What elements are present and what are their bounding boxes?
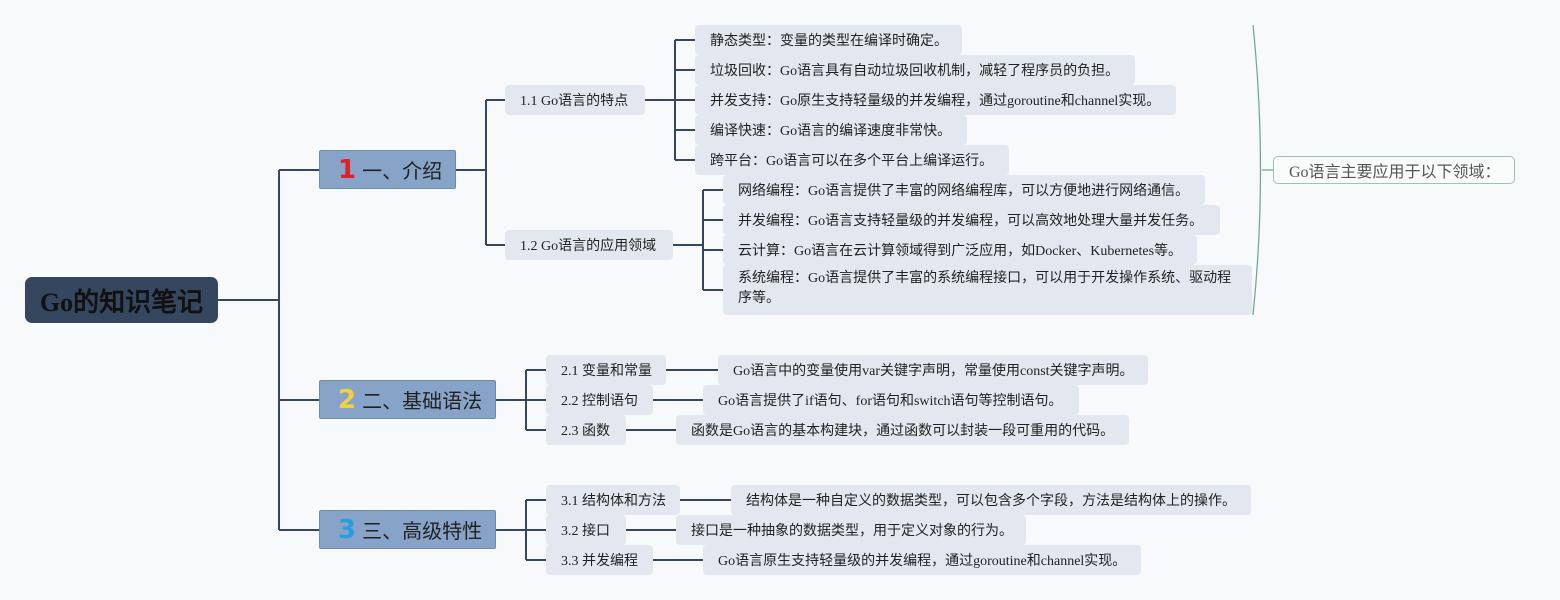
leaf-node[interactable]: 云计算：Go语言在云计算领域得到广泛应用，如Docker、Kubernetes等…: [723, 235, 1197, 265]
leaf-node[interactable]: 网络编程：Go语言提供了丰富的网络编程库，可以方便地进行网络通信。: [723, 175, 1205, 205]
topic-basic-syntax[interactable]: 2 二、基础语法: [319, 380, 496, 419]
subtopic-structs[interactable]: 3.1 结构体和方法: [546, 485, 680, 515]
leaf-node[interactable]: Go语言原生支持轻量级的并发编程，通过goroutine和channel实现。: [703, 545, 1141, 575]
leaf-node[interactable]: Go语言中的变量使用var关键字声明，常量使用const关键字声明。: [718, 355, 1148, 385]
root-node[interactable]: Go的知识笔记: [25, 277, 218, 323]
subtopic-interfaces[interactable]: 3.2 接口: [546, 515, 626, 545]
topic-advanced-features[interactable]: 3 三、高级特性: [319, 510, 496, 549]
leaf-node[interactable]: 跨平台：Go语言可以在多个平台上编译运行。: [695, 145, 1009, 175]
number-3-icon: 3: [338, 514, 357, 545]
leaf-node[interactable]: Go语言提供了if语句、for语句和switch语句等控制语句。: [703, 385, 1079, 415]
subtopic-functions[interactable]: 2.3 函数: [546, 415, 626, 445]
subtopic-features[interactable]: 1.1 Go语言的特点: [505, 85, 645, 115]
leaf-node[interactable]: 静态类型：变量的类型在编译时确定。: [695, 25, 962, 55]
summary-callout[interactable]: Go语言主要应用于以下领域：: [1273, 156, 1515, 184]
number-1-icon: 1: [338, 154, 357, 185]
leaf-node[interactable]: 垃圾回收：Go语言具有自动垃圾回收机制，减轻了程序员的负担。: [695, 55, 1135, 85]
leaf-node[interactable]: 函数是Go语言的基本构建块，通过函数可以封装一段可重用的代码。: [676, 415, 1129, 445]
leaf-node[interactable]: 接口是一种抽象的数据类型，用于定义对象的行为。: [676, 515, 1026, 545]
topic-introduction[interactable]: 1 一、介绍: [319, 150, 456, 189]
number-2-icon: 2: [338, 384, 357, 415]
leaf-node[interactable]: 系统编程：Go语言提供了丰富的系统编程接口，可以用于开发操作系统、驱动程序等。: [723, 265, 1252, 315]
topic-label: 二、基础语法: [362, 389, 483, 413]
leaf-node[interactable]: 并发支持：Go原生支持轻量级的并发编程，通过goroutine和channel实…: [695, 85, 1176, 115]
subtopic-control[interactable]: 2.2 控制语句: [546, 385, 653, 415]
subtopic-concurrency[interactable]: 3.3 并发编程: [546, 545, 653, 575]
subtopic-variables[interactable]: 2.1 变量和常量: [546, 355, 666, 385]
topic-label: 一、介绍: [362, 159, 443, 183]
leaf-node[interactable]: 并发编程：Go语言支持轻量级的并发编程，可以高效地处理大量并发任务。: [723, 205, 1220, 235]
root-title: Go的知识笔记: [39, 287, 204, 317]
subtopic-applications[interactable]: 1.2 Go语言的应用领域: [505, 230, 673, 260]
topic-label: 三、高级特性: [362, 519, 483, 543]
leaf-node[interactable]: 结构体是一种自定义的数据类型，可以包含多个字段，方法是结构体上的操作。: [731, 485, 1251, 515]
leaf-node[interactable]: 编译快速：Go语言的编译速度非常快。: [695, 115, 967, 145]
